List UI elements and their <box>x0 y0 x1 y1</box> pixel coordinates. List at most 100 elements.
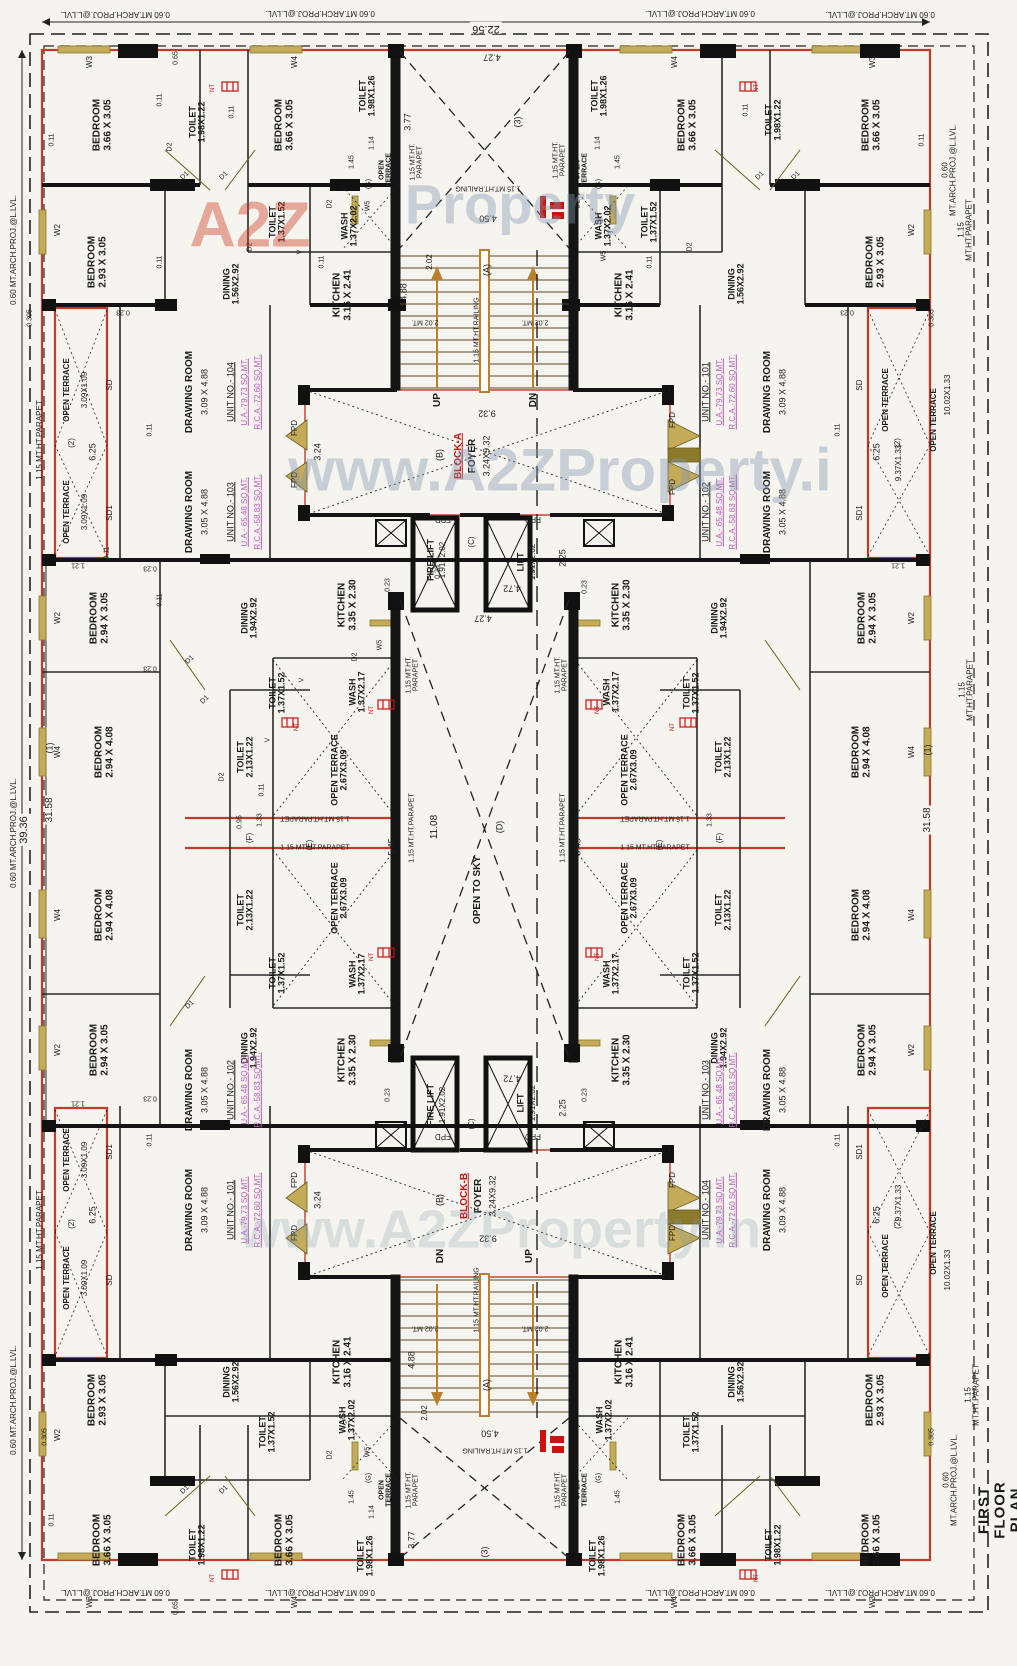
plan-label: TOILET 1.37X1.52 <box>681 952 701 994</box>
plan-label: W2 <box>906 1044 916 1056</box>
plan-label: TOILET 2.13X1.22 <box>713 736 733 778</box>
plan-label: 0.60 MT.ARCH.PROJ.@L.LVL. <box>645 1588 755 1598</box>
plan-label: WASH 1.37X2.17 <box>347 671 367 713</box>
nt-markers <box>221 81 757 1580</box>
plan-label: 0.11 <box>918 133 926 147</box>
plan-label: 0.11 <box>146 423 154 437</box>
plan-label: D1 <box>199 694 211 706</box>
plan-label: LIFT <box>515 552 526 572</box>
plan-label: 1.15 MT.HT.PARAPET <box>280 844 350 852</box>
plan-label: R.C.A.-58.83 SQ.MT. <box>252 1052 262 1128</box>
plan-label: 10.02X1.33 <box>942 1249 952 1291</box>
plan-label: R.C.A.-72.60 SQ.MT. <box>252 354 262 430</box>
plan-label: W4 <box>289 56 299 68</box>
plan-label: U.A.- 65.48 SQ.MT. <box>239 477 249 547</box>
plan-label: FPD <box>289 420 299 436</box>
plan-label: 3.09X1.09 <box>79 493 89 531</box>
plan-label: FPD <box>667 1172 677 1188</box>
plan-label: 10.02X1.33 <box>942 374 952 416</box>
plan-label: 1.15 MT.HT.PARAPET <box>620 814 690 822</box>
plan-label: 3.05 X 4.88 <box>199 1066 210 1114</box>
plan-label: 31.58 <box>43 795 56 825</box>
plan-label: 0.60 MT.ARCH.PROJ.@L.LVL. <box>825 1588 935 1598</box>
plan-label: 2.02 MT. <box>521 1324 549 1332</box>
plan-label: UNIT NO.- 104 <box>225 362 236 422</box>
plan-label: NT <box>209 1574 216 1582</box>
plan-label: (3) <box>512 116 523 128</box>
plan-label: OPEN TERRACE 2.67X3.09 <box>619 734 639 806</box>
plan-label: 4.88 <box>406 1351 417 1369</box>
plan-label: BEDROOM 3.66 X 3.05 <box>273 98 296 152</box>
plan-label: (A) <box>481 1379 492 1391</box>
plan-label: 0.23 <box>143 1094 157 1102</box>
watermark-brand: A2Z <box>189 188 311 261</box>
plan-label: 4.50 <box>481 1428 499 1439</box>
entry-door-symbol-b <box>540 1430 564 1453</box>
plan-label: NT <box>753 84 760 92</box>
plan-label: WASH 1.37X2.17 <box>601 671 621 713</box>
plan-label: DINING 1.94X2.92 <box>709 597 729 639</box>
plan-label: W5 <box>600 250 608 262</box>
plan-label: DINING 1.56X2.92 <box>221 1361 241 1403</box>
plan-label: 3.77 <box>402 113 413 131</box>
plan-label: 0.11 <box>258 783 266 797</box>
plan-label: 0.11 <box>146 1133 154 1147</box>
plan-label: W4 <box>669 56 679 68</box>
plan-label: W3 <box>867 1596 877 1608</box>
plan-label: D2 <box>326 199 334 209</box>
plan-label: SD <box>854 1274 864 1286</box>
plan-label: TOILET 1.98X1.26 <box>355 1535 375 1577</box>
plan-label: (G) <box>365 178 373 190</box>
plan-label: TOILET 1.37X1.52 <box>681 672 701 714</box>
plan-label: (D) <box>494 820 505 834</box>
plan-label: 0.11 <box>156 93 164 107</box>
plan-label: W5 <box>376 639 384 651</box>
column-blocks <box>42 44 930 1566</box>
plan-label: W3 <box>84 1596 94 1608</box>
plan-label: UNIT NO.- 103 <box>225 482 236 542</box>
plan-label: OPEN TERRACE 2.67X3.09 <box>329 862 349 934</box>
plan-label: 6.25 <box>871 1206 882 1224</box>
plan-label: 0.11 <box>834 423 842 437</box>
plan-label: BEDROOM 2.94 X 3.05 <box>856 1023 879 1077</box>
plan-label: 2.25 <box>557 1099 568 1117</box>
plan-label: W4 <box>289 1596 299 1608</box>
plan-label: 1.45 <box>614 155 622 169</box>
plan-label: UP <box>431 393 443 407</box>
plan-label: 0.60 MT.ARCH.PROJ.@L.LVL. <box>940 124 958 216</box>
plan-label: D1 <box>184 999 196 1011</box>
plan-label: 0.95 <box>236 815 244 829</box>
plan-label: BEDROOM 2.93 X 3.05 <box>864 235 887 289</box>
plan-label: 3.05 X 4.88 <box>199 488 210 536</box>
plan-label: 3.05 X 4.88 <box>777 1066 788 1114</box>
plan-label: W5 <box>364 1446 372 1458</box>
plan-label: 6.25 <box>87 443 98 461</box>
plan-label: (E) <box>654 839 664 851</box>
plan-label: 0.23 <box>384 578 392 592</box>
plan-label: OPEN TERRACE <box>928 388 938 452</box>
plan-label: 0.11 <box>156 593 164 607</box>
plan-label: (2) <box>66 1219 76 1229</box>
plan-label: 0.23 <box>581 1088 589 1102</box>
plan-label: (1) <box>922 744 933 756</box>
staircase-block-a <box>400 249 569 393</box>
plan-label: W4 <box>52 746 62 758</box>
plan-label: 3.77 <box>406 1531 417 1549</box>
plan-label: 0.23 <box>384 1088 392 1102</box>
plan-label: SD1 <box>104 505 114 521</box>
plan-label: OPEN TERRACE <box>880 1234 890 1298</box>
plan-label: 9.37X1.33 <box>893 1184 903 1222</box>
plan-label: TOILET 1.37X1.52 <box>639 201 659 243</box>
plan-label: R.C.A.-58.83 SQ.MT. <box>252 474 262 550</box>
plan-label: BEDROOM 2.93 X 3.05 <box>86 1373 109 1427</box>
plan-label: 6.25 <box>87 1206 98 1224</box>
plan-label: OPEN TERRACE <box>61 1246 71 1310</box>
plan-label: UNIT NO.- 103 <box>700 1060 711 1120</box>
plan-label: D2 <box>166 142 174 152</box>
watermark-url: www.A2ZProperty.i <box>288 436 832 504</box>
plan-label: WASH 1.37X2.17 <box>347 953 367 995</box>
plan-label: 0.60 MT.ARCH.PROJ.@L.LVL. <box>265 1588 375 1598</box>
plan-label: DRAWING ROOM <box>761 1048 773 1132</box>
plan-label: 0.23 <box>581 580 589 594</box>
